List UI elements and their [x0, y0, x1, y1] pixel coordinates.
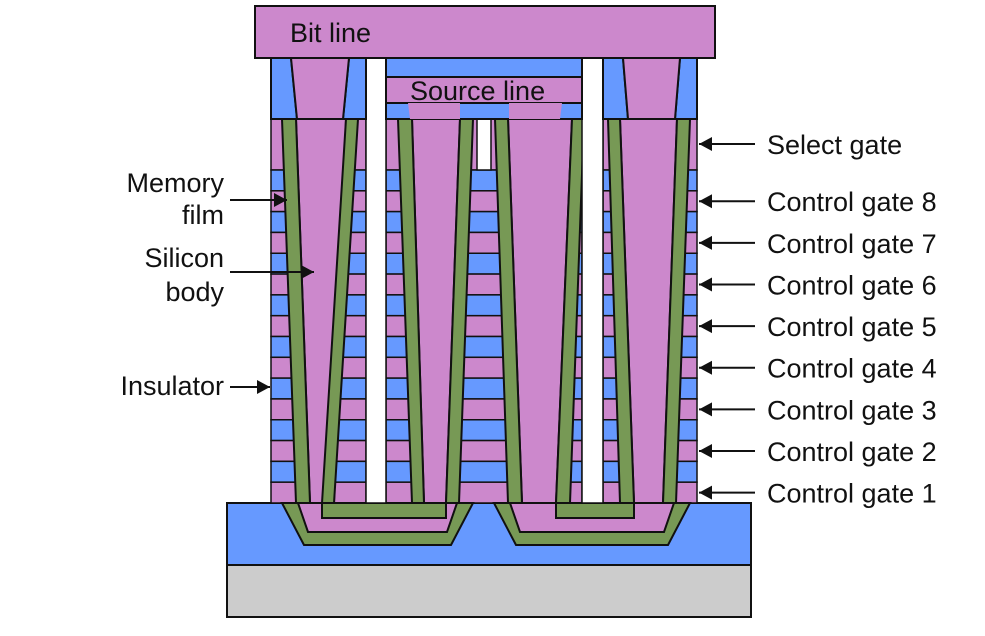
- gate-arrow-head: [699, 235, 712, 250]
- silicon-body-arrow-head: [301, 265, 314, 279]
- source-line-contact: [408, 103, 460, 119]
- memory-film-label: Memory: [126, 168, 224, 198]
- memory-film-arrow-head: [274, 193, 287, 207]
- memory-film-label: film: [182, 200, 224, 230]
- gate-arrow-head: [699, 360, 712, 375]
- slit-right: [581, 57, 604, 504]
- bit-line-contact: [289, 57, 351, 120]
- control-gate-label: Control gate 5: [767, 312, 937, 342]
- source-line-contact: [509, 103, 562, 119]
- bit-line-label: Bit line: [290, 18, 371, 48]
- gate-arrow-head: [699, 194, 712, 209]
- top-lines: [254, 5, 716, 120]
- source-line-label: Source line: [410, 76, 545, 106]
- insulator-label: Insulator: [120, 371, 224, 401]
- bit-line-contact: [621, 57, 682, 120]
- insulator-arrow-head: [257, 380, 270, 394]
- silicon-body-label: body: [165, 277, 224, 307]
- control-gate-label: Control gate 3: [767, 395, 937, 425]
- insulator-top: [385, 57, 583, 78]
- center-slit: [476, 118, 492, 171]
- gate-arrow-head: [699, 319, 712, 334]
- gate-arrow-head: [699, 402, 712, 417]
- control-gate-label: Control gate 8: [767, 187, 937, 217]
- control-gate-label: Control gate 2: [767, 437, 937, 467]
- control-gate-label: Control gate 4: [767, 354, 937, 384]
- bit-line: [254, 5, 716, 59]
- control-gate-label: Control gate 1: [767, 479, 937, 509]
- silicon-substrate: [226, 564, 752, 618]
- channels: [280, 57, 692, 546]
- memory-film-inner-bottom: [555, 502, 635, 519]
- gate-arrow-head: [699, 277, 712, 292]
- gate-arrow-head: [699, 137, 712, 151]
- gate-arrow-head: [699, 443, 712, 458]
- silicon-body-label: Silicon: [144, 243, 224, 273]
- control-gate-label: Control gate 6: [767, 270, 937, 300]
- select-gate-label: Select gate: [767, 130, 902, 160]
- gate-arrow-head: [699, 485, 712, 500]
- slit-left: [365, 57, 387, 504]
- control-gate-label: Control gate 7: [767, 229, 937, 259]
- memory-film-inner-bottom: [321, 502, 447, 519]
